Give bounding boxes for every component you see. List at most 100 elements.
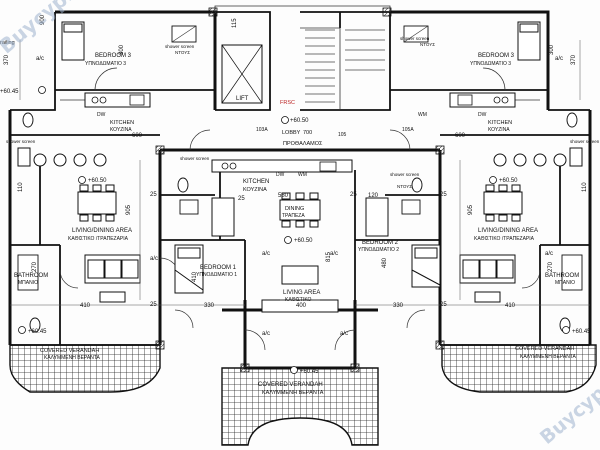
veranda-left-floor bbox=[9, 344, 161, 393]
sofa-left bbox=[84, 254, 141, 303]
dim-25-a: 25 bbox=[150, 192, 157, 198]
label-dining-center-gr: ΤΡΑΠΕΖΑ bbox=[282, 213, 305, 219]
label-bedroom-3-left: BEDROOM 3 bbox=[95, 53, 132, 59]
label-shower-left-2: shower screen bbox=[6, 139, 36, 144]
dim-270-left: 270 bbox=[32, 261, 38, 272]
level-lobby: +60.50 bbox=[290, 118, 309, 124]
dining-table-center bbox=[279, 192, 321, 228]
veranda-right-floor bbox=[441, 344, 597, 393]
label-lobby-dim: 700 bbox=[303, 130, 312, 136]
label-wm-center: WM bbox=[298, 172, 307, 178]
label-living-center-gr: ΚΑΘΙΣΤΙΚΟ bbox=[285, 297, 312, 303]
sofa-right bbox=[459, 254, 516, 303]
label-ac-6: a/c bbox=[545, 251, 553, 257]
label-living-dining-left: LIVING/DINING AREA bbox=[72, 228, 132, 234]
label-shower-right: shower screen bbox=[400, 36, 430, 41]
label-bathroom-right-gr: ΜΠΑΝΙΟ bbox=[555, 280, 575, 286]
label-bedroom-1-gr: ΥΠΝΟΔΩΜΑΤΙΟ 1 bbox=[196, 272, 237, 278]
label-bedroom-3-right: BEDROOM 3 bbox=[478, 53, 515, 59]
label-ac-4: a/c bbox=[262, 251, 270, 257]
dim-480: 480 bbox=[382, 257, 388, 268]
label-shower-left: shower screen bbox=[165, 44, 195, 49]
label-dw-center: DW bbox=[276, 172, 285, 178]
dim-580: 580 bbox=[278, 193, 289, 199]
label-veranda-right-gr: ΚΑΛΥΜΜΕΝΗ ΒΕΡΑΝΤΑ bbox=[520, 354, 577, 360]
label-ac-3: a/c bbox=[150, 256, 158, 262]
sofa-center bbox=[261, 265, 339, 313]
level-veranda-center: +60.45 bbox=[300, 369, 319, 375]
label-bedroom-2: BEDROOM 2 bbox=[362, 240, 399, 246]
label-shower-center-r: shower screen bbox=[390, 172, 420, 177]
lift-shaft bbox=[221, 44, 263, 104]
label-veranda-right: COVERED VERANDAH bbox=[515, 346, 574, 352]
dim-103a: 103A bbox=[256, 127, 268, 133]
dim-905-left: 905 bbox=[126, 204, 132, 215]
label-kitchen-center-gr: ΚΟΥΖΙΝΑ bbox=[243, 187, 267, 193]
level-left: +60.50 bbox=[88, 178, 107, 184]
label-railing: railing bbox=[0, 40, 15, 46]
level-veranda-right: +60.45 bbox=[572, 329, 591, 335]
dim-300-left: 300 bbox=[119, 44, 125, 55]
label-bedroom-3-right-gr: ΥΠΝΟΔΩΜΑΤΙΟ 3 bbox=[470, 61, 511, 67]
label-bathroom-right: BATHROOM bbox=[545, 273, 579, 279]
level-right: +60.50 bbox=[499, 178, 518, 184]
dim-370-right: 370 bbox=[571, 54, 577, 65]
dim-900-left: 900 bbox=[40, 14, 46, 25]
label-shower-right-2: shower screen bbox=[570, 139, 600, 144]
label-veranda-left: COVERED VERANDAH bbox=[40, 348, 99, 354]
dim-25-e: 25 bbox=[150, 302, 157, 308]
dim-410-right: 410 bbox=[505, 303, 516, 309]
veranda-center-floor bbox=[221, 367, 379, 446]
dim-410-vert: 410 bbox=[192, 271, 198, 282]
label-ac-1: a/c bbox=[36, 56, 44, 62]
dining-table-left bbox=[77, 184, 117, 222]
label-bathroom-left: BATHROOM bbox=[14, 273, 48, 279]
label-lobby-gr: ΠΡΟΘΑΛΑΜΟΣ bbox=[283, 141, 323, 147]
dim-330-right: 330 bbox=[393, 303, 404, 309]
label-bedroom-2-gr: ΥΠΝΟΔΩΜΑΤΙΟ 2 bbox=[358, 247, 399, 253]
dim-410-left: 410 bbox=[80, 303, 91, 309]
dim-25-c: 25 bbox=[350, 192, 357, 198]
dining-table-right bbox=[483, 184, 523, 222]
dim-370-left: 370 bbox=[4, 54, 10, 65]
dim-110-right: 110 bbox=[582, 182, 588, 192]
label-dw-left: DW bbox=[97, 112, 106, 118]
label-veranda-center: COVERED VERANDAH bbox=[258, 382, 323, 388]
dim-115: 115 bbox=[232, 18, 238, 28]
label-ntoys-left: ΝΤΟΥΣ bbox=[175, 50, 190, 55]
bed-bedroom-3-left bbox=[61, 21, 85, 61]
label-living-dining-right: LIVING/DINING AREA bbox=[478, 228, 538, 234]
dim-25-f: 25 bbox=[440, 302, 447, 308]
level-center: +60.50 bbox=[294, 238, 313, 244]
label-bedroom-3-left-gr: ΥΠΝΟΔΩΜΑΤΙΟ 3 bbox=[85, 61, 126, 67]
label-bathroom-left-gr: ΜΠΑΝΙΟ bbox=[18, 280, 38, 286]
dim-25-d: 25 bbox=[440, 192, 447, 198]
dim-105a: 105A bbox=[402, 127, 414, 133]
label-kitchen-center: KITCHEN bbox=[243, 179, 269, 185]
dim-330-left: 330 bbox=[204, 303, 215, 309]
label-ntoys-center-r: ΝΤΟΥΣ bbox=[397, 184, 412, 189]
label-ac-7: a/c bbox=[262, 331, 270, 337]
label-kitchen-left-gr: ΚΟΥΖΙΝΑ bbox=[110, 127, 132, 133]
label-frsc: FRSC bbox=[280, 100, 295, 106]
dim-120: 120 bbox=[368, 193, 379, 199]
label-kitchen-right-gr: ΚΟΥΖΙΝΑ bbox=[488, 127, 510, 133]
bed-bedroom-2 bbox=[411, 244, 441, 288]
bed-bedroom-1 bbox=[174, 244, 204, 294]
bed-bedroom-3-right bbox=[517, 21, 541, 61]
label-wm-right: WM bbox=[418, 112, 427, 118]
dim-300-right: 300 bbox=[549, 44, 555, 55]
dim-25-b: 25 bbox=[238, 196, 245, 202]
dim-105: 105 bbox=[338, 132, 347, 138]
label-ac-2: a/c bbox=[555, 56, 563, 62]
label-shower-center-l: shower screen bbox=[180, 156, 210, 161]
label-dw-right: DW bbox=[478, 112, 487, 118]
label-ac-5: a/c bbox=[330, 251, 338, 257]
label-living-dining-right-gr: ΚΑΘΙΣΤΙΚΟ /ΤΡΑΠΕΖΑΡΙΑ bbox=[474, 236, 535, 242]
label-veranda-left-gr: ΚΑΛΥΜΜΕΝΗ ΒΕΡΑΝΤΑ bbox=[44, 355, 101, 361]
dim-600-right: 600 bbox=[455, 133, 466, 139]
label-kitchen-right: KITCHEN bbox=[488, 120, 512, 126]
label-dining-center: DINING bbox=[285, 206, 304, 212]
